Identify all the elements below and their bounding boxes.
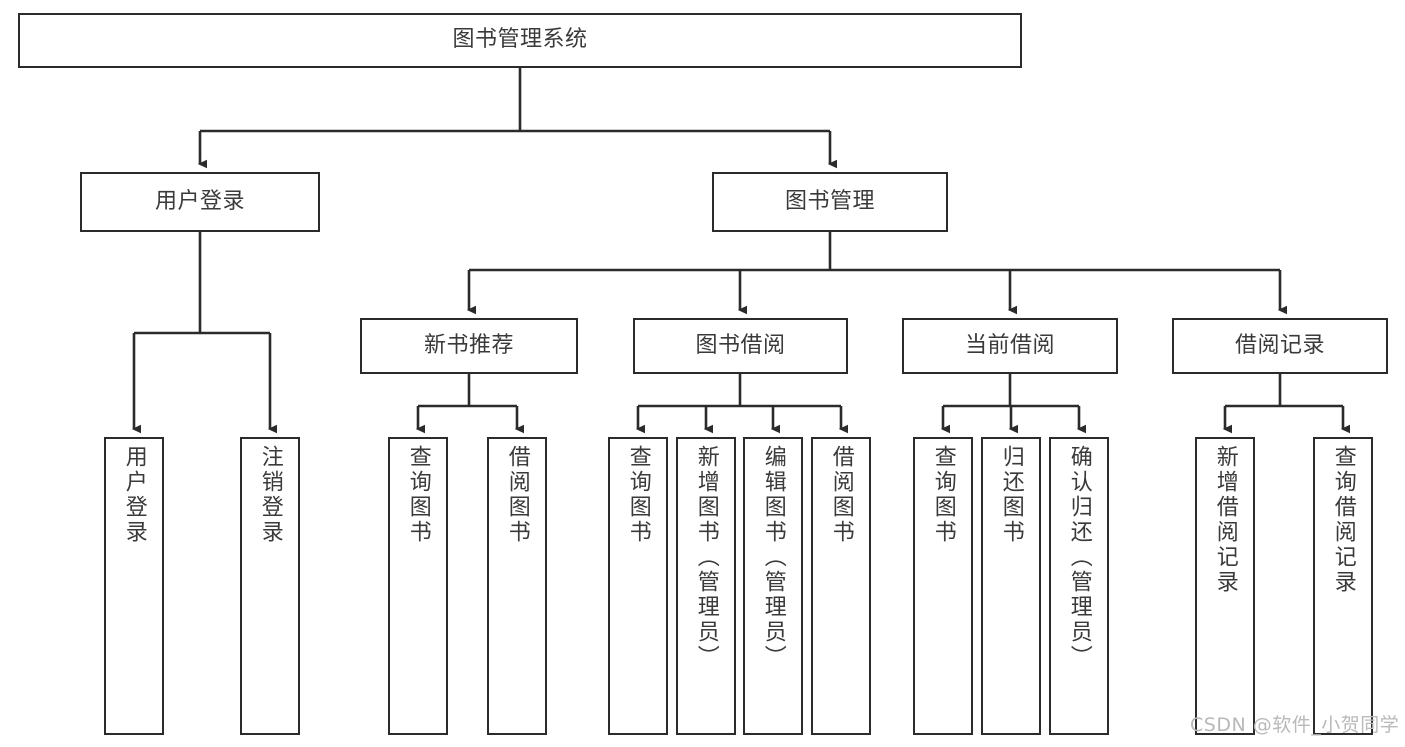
- node-label: 图书管理系统: [452, 27, 588, 53]
- node-leaf-query-record[interactable]: 查询借阅记录: [1313, 437, 1373, 735]
- node-book-borrow[interactable]: 图书借阅: [633, 318, 848, 374]
- node-label: 注销登录: [257, 445, 283, 545]
- node-leaf-confirm-return[interactable]: 确认归还（管理员）: [1049, 437, 1109, 735]
- node-label: 当前借阅: [964, 332, 1055, 358]
- node-label: 查询图书: [625, 445, 651, 545]
- node-borrow-record[interactable]: 借阅记录: [1172, 318, 1388, 374]
- node-label: 编辑图书（管理员）: [760, 445, 786, 670]
- node-label: 图书管理: [784, 188, 875, 214]
- node-leaf-add-book[interactable]: 新增图书（管理员）: [676, 437, 736, 735]
- node-label: 确认归还（管理员）: [1066, 445, 1092, 670]
- node-leaf-borrow-book-rec[interactable]: 借阅图书: [487, 437, 547, 735]
- node-leaf-add-record[interactable]: 新增借阅记录: [1195, 437, 1255, 735]
- node-new-book-rec[interactable]: 新书推荐: [360, 318, 578, 374]
- node-label: 查询图书: [930, 445, 956, 545]
- node-leaf-logout[interactable]: 注销登录: [240, 437, 300, 735]
- node-leaf-query-book-rec[interactable]: 查询图书: [388, 437, 448, 735]
- node-leaf-query-book-bb[interactable]: 查询图书: [608, 437, 668, 735]
- node-label: 查询图书: [405, 445, 431, 545]
- node-label: 图书借阅: [695, 332, 786, 358]
- node-label: 借阅图书: [828, 445, 854, 545]
- node-leaf-user-login[interactable]: 用户登录: [104, 437, 164, 735]
- node-book-manage[interactable]: 图书管理: [712, 172, 948, 232]
- node-root[interactable]: 图书管理系统: [18, 13, 1022, 68]
- node-label: 用户登录: [154, 188, 245, 214]
- node-leaf-borrow-book-bb[interactable]: 借阅图书: [811, 437, 871, 735]
- node-leaf-edit-book[interactable]: 编辑图书（管理员）: [743, 437, 803, 735]
- node-label: 归还图书: [998, 445, 1024, 545]
- node-label: 新增借阅记录: [1212, 445, 1238, 595]
- node-label: 新书推荐: [423, 332, 514, 358]
- node-label: 新增图书（管理员）: [693, 445, 719, 670]
- node-label: 借阅图书: [504, 445, 530, 545]
- node-leaf-query-book-cb[interactable]: 查询图书: [913, 437, 973, 735]
- node-label: 借阅记录: [1234, 332, 1325, 358]
- node-leaf-return-book[interactable]: 归还图书: [981, 437, 1041, 735]
- node-label: 用户登录: [121, 445, 147, 545]
- csdn-watermark: CSDN @软件_小贺同学: [1190, 714, 1400, 736]
- node-label: 查询借阅记录: [1330, 445, 1356, 595]
- node-user-login[interactable]: 用户登录: [80, 172, 320, 232]
- node-current-borrow[interactable]: 当前借阅: [902, 318, 1118, 374]
